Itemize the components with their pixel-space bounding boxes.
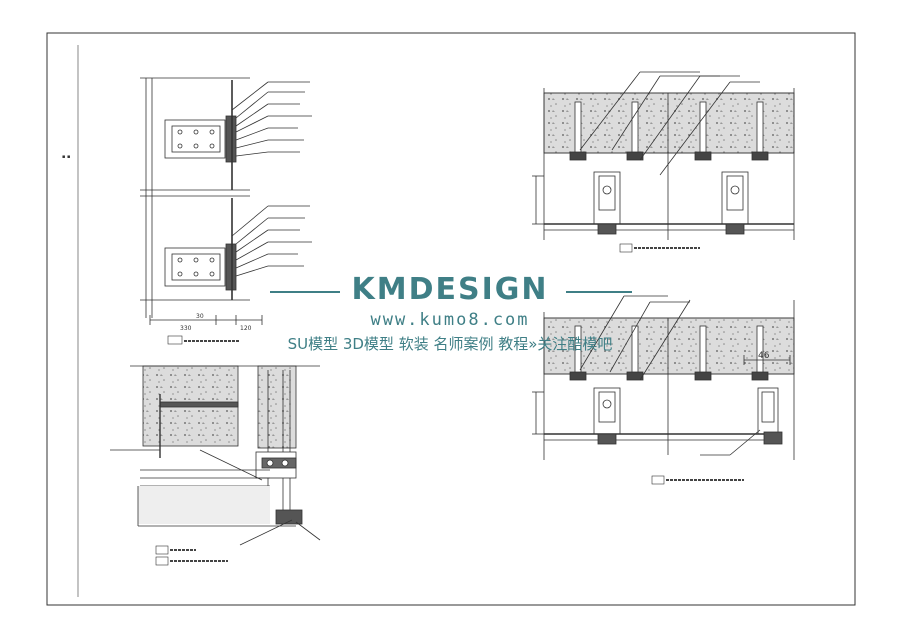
watermark-tagline: SU模型 3D模型 软装 名师案例 教程»关注酷模吧	[287, 335, 613, 353]
watermark-rule-right	[566, 291, 632, 293]
sheet-mark: ▪ ▪	[62, 154, 70, 160]
watermark-rule-left	[270, 291, 340, 293]
dim-left-2: 30	[196, 313, 204, 320]
left-top-caption	[167, 335, 240, 345]
right-bottom-caption	[651, 475, 744, 485]
left-bottom-detail	[110, 365, 321, 546]
sheet-border	[46, 32, 856, 606]
watermark-url: www.kumo8.com	[370, 310, 530, 330]
right-top-detail	[532, 71, 795, 240]
dim-left-1: 330	[180, 325, 192, 332]
watermark-brand: KMDESIGN	[351, 272, 549, 307]
dim-right-mid: 46	[758, 351, 770, 361]
left-bottom-caption	[155, 545, 228, 566]
right-top-caption	[619, 243, 700, 253]
right-bottom-detail	[532, 295, 795, 460]
dim-left-3: 120	[240, 325, 252, 332]
left-top-detail	[140, 77, 312, 325]
